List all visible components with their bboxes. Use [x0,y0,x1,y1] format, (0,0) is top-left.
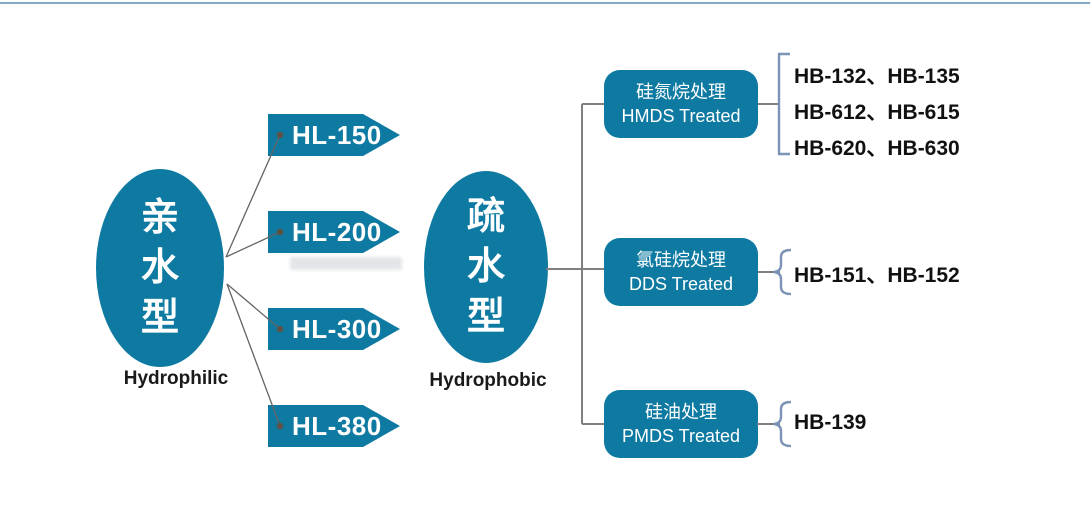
hydrophobic-cn-char-3: 型 [466,296,505,338]
treatment-dds-en: DDS Treated [628,274,734,294]
hydrophobic-label: Hydrophobic [429,370,547,391]
hydrophilic-cn-char-3: 型 [140,297,179,339]
hb-products-hmds-row2: HB-612、HB-615 [794,101,960,124]
bracket-dds [773,248,792,296]
chevron-anchor-dots [276,131,284,430]
hydrophilic-node: 亲 水 型 [96,169,224,367]
top-divider-line [0,2,1090,4]
hb-products-hmds-row3: HB-620、HB-630 [794,137,960,160]
treatment-dds-cn: 氯硅烷处理 [636,250,726,270]
hydrophobic-cn-char-1: 疏 [466,196,505,238]
hydrophilic-cn-char-2: 水 [140,247,179,289]
treatment-box-hmds: 硅氮烷处理 HMDS Treated [604,70,758,138]
product-chevron-hl300-label: HL-300 [292,313,382,344]
hb-products-hmds-row1: HB-132、HB-135 [794,65,960,88]
product-chevron-hl380-label: HL-380 [292,410,382,441]
product-chevron-hl300: HL-300 [268,308,400,350]
treatment-hmds-en: HMDS Treated [621,106,741,126]
hb-products-pmds-row1: HB-139 [794,411,867,434]
treatment-box-dds: 氯硅烷处理 DDS Treated [604,238,758,306]
product-chevron-hl150-label: HL-150 [292,119,382,150]
treatment-pmds-cn: 硅油处理 [645,402,717,422]
watermark [290,257,402,270]
product-group-brackets [773,52,792,448]
product-chevron-hl150: HL-150 [268,114,400,156]
bracket-pmds [773,400,792,448]
treatment-hmds-cn: 硅氮烷处理 [636,82,726,102]
hydrophilic-label: Hydrophilic [123,368,229,389]
product-chevron-hl380: HL-380 [268,405,400,447]
product-chevron-hl200: HL-200 [268,211,400,253]
hydrophilic-cn-char-1: 亲 [140,197,179,239]
treatment-box-pmds: 硅油处理 PMDS Treated [604,390,758,458]
hydrophobic-cn-char-2: 水 [466,246,505,288]
treatment-pmds-en: PMDS Treated [621,426,741,446]
bracket-hmds [777,52,790,156]
hb-products-dds-row1: HB-151、HB-152 [794,264,960,287]
product-chevron-hl200-label: HL-200 [292,216,382,247]
hydrophobic-node: 疏 水 型 [424,171,548,363]
